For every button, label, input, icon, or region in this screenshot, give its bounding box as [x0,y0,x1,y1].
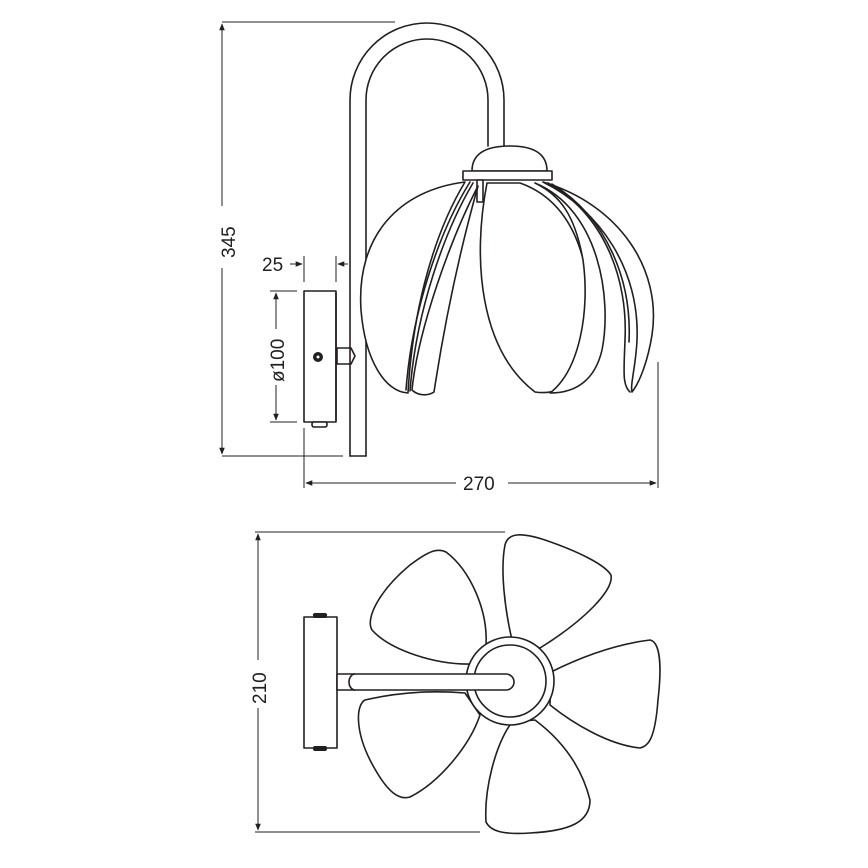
mount-depth-label: 25 [262,255,283,276]
projection-dimension: 270 [303,362,659,495]
side-petals [359,181,655,396]
shade-cap [462,145,553,203]
bottom-petals [357,534,661,835]
wall-mount-plate [303,290,356,428]
side-view: 345 25 ø100 [219,21,659,495]
wall-plate-top [303,613,338,751]
mount-diameter-dimension: ø100 [268,290,297,423]
bottom-view: 210 [250,531,661,835]
width-dimension: 210 [250,531,505,833]
width-label: 210 [250,672,271,704]
height-dimension: 345 [219,21,395,457]
projection-label: 270 [463,474,495,495]
height-label: 345 [219,226,240,258]
mount-diameter-label: ø100 [268,339,289,382]
bottom-arm [336,673,515,691]
curved-arm [349,22,505,457]
mount-depth-dimension: 25 [262,255,348,282]
